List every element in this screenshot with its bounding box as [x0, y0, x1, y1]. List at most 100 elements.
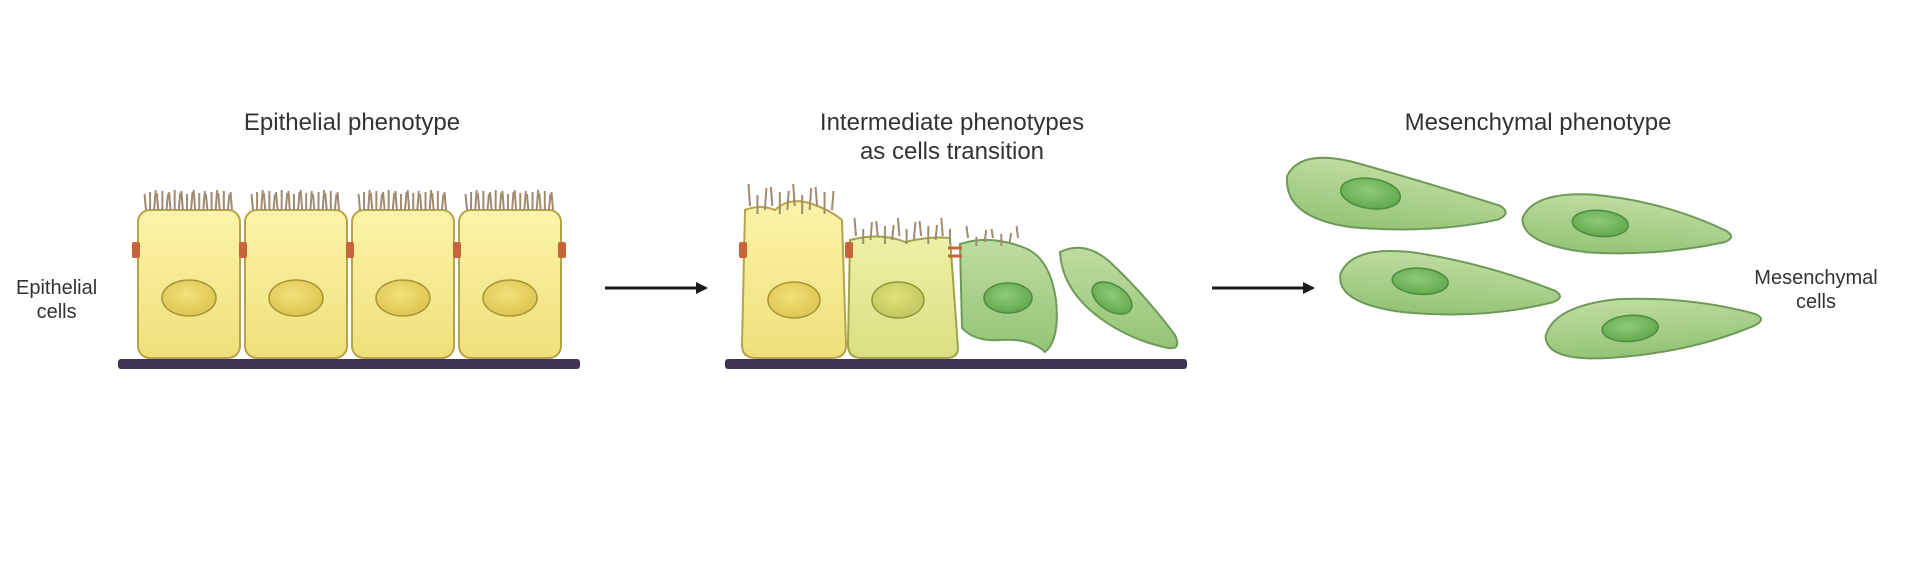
- intermediate-phenotypes-title: Intermediate phenotypes as cells transit…: [820, 108, 1084, 166]
- cilium: [538, 192, 542, 211]
- cilium: [202, 190, 206, 211]
- cilium: [792, 183, 796, 207]
- mesenchymal-label-line1: Mesenchymal: [1754, 267, 1878, 289]
- intermediate-nucleus-4: [1091, 281, 1133, 315]
- intermediate-title-line1: Intermediate phenotypes: [819, 109, 1085, 136]
- mesenchymal-nucleus: [1571, 209, 1629, 238]
- cilium: [214, 189, 219, 211]
- epithelial-label-line1: Epithelial: [16, 277, 98, 299]
- cilium: [550, 191, 554, 211]
- cilium: [474, 189, 478, 211]
- cilium: [418, 193, 423, 211]
- cilium: [853, 217, 857, 237]
- cilium: [1008, 232, 1013, 243]
- cilium: [309, 190, 313, 211]
- cilium: [965, 225, 969, 239]
- mesenchymal-cell-3: [1339, 250, 1561, 316]
- cilium: [934, 224, 939, 241]
- junction-icon: [239, 242, 247, 258]
- cilium: [324, 192, 328, 211]
- cilium: [428, 189, 433, 211]
- cilium: [896, 217, 901, 237]
- mesenchymal-cells-group: [1286, 156, 1763, 360]
- intermediate-nucleus-1: [767, 281, 821, 319]
- cilium: [547, 193, 552, 211]
- intermediate-cells-group: [739, 183, 1179, 359]
- cilium: [814, 186, 819, 207]
- cilium: [260, 189, 264, 211]
- cilium: [431, 192, 435, 211]
- cilium: [226, 193, 231, 211]
- cilium: [229, 191, 233, 211]
- cilium: [168, 191, 172, 211]
- cilium: [831, 190, 835, 211]
- cilium: [464, 193, 468, 211]
- cilium: [918, 220, 923, 237]
- cilium: [511, 191, 515, 211]
- cilium: [192, 189, 197, 211]
- cilium: [297, 191, 301, 211]
- cilium: [476, 192, 481, 211]
- cilium: [440, 193, 445, 211]
- mesenchymal-phenotype-title: Mesenchymal phenotype: [1405, 108, 1672, 137]
- cilium: [940, 217, 944, 237]
- intermediate-cell-1: [740, 200, 848, 359]
- cilium: [272, 193, 276, 211]
- cilium: [769, 186, 774, 207]
- cilium: [275, 191, 279, 211]
- mesenchymal-nucleus: [1601, 314, 1659, 343]
- mesenchymal-cells-label: Mesenchymal cells: [1754, 266, 1877, 314]
- cilium: [535, 189, 540, 211]
- epithelial-nucleus: [268, 279, 324, 317]
- cilium: [983, 229, 988, 243]
- cilium: [404, 191, 408, 211]
- cilium: [284, 192, 289, 211]
- cilium: [367, 189, 371, 211]
- cilium: [486, 193, 490, 211]
- cilium: [416, 190, 420, 211]
- cilium: [912, 221, 917, 241]
- epithelial-phenotype-title: Epithelial phenotype: [244, 108, 460, 137]
- cilium: [190, 191, 194, 211]
- cilium: [357, 193, 361, 211]
- cilium: [143, 193, 147, 211]
- basement-membrane-middle: [725, 359, 1187, 369]
- cilium: [869, 221, 873, 241]
- cilium: [875, 220, 879, 237]
- cilium: [990, 228, 994, 239]
- cilium: [747, 183, 751, 207]
- cilium: [382, 191, 386, 211]
- cilium: [217, 192, 221, 211]
- epithelial-nucleus: [375, 279, 431, 317]
- cilium: [321, 189, 326, 211]
- cilium: [489, 191, 493, 211]
- cilium: [177, 192, 182, 211]
- mesenchymal-cell-1: [1286, 156, 1507, 231]
- intermediate-cilia: [747, 183, 1019, 246]
- cilium: [443, 191, 447, 211]
- cilium: [204, 193, 209, 211]
- cilium: [165, 193, 169, 211]
- cilium: [808, 187, 813, 211]
- cilium: [498, 192, 503, 211]
- cilium: [287, 190, 291, 211]
- cilium: [513, 189, 518, 211]
- cilium: [379, 193, 383, 211]
- junction-icon: [453, 242, 461, 258]
- cilium: [891, 224, 895, 241]
- cilium: [523, 190, 527, 211]
- junction-icon: [132, 242, 140, 258]
- junction-icon: [845, 242, 853, 258]
- intermediate-nucleus-3: [983, 282, 1033, 314]
- cilium: [391, 192, 396, 211]
- junction-icon: [346, 242, 354, 258]
- junction-icon: [739, 242, 747, 258]
- basement-membrane-left: [118, 359, 580, 369]
- mesenchymal-label-line2: cells: [1795, 291, 1837, 313]
- junction-icon: [558, 242, 566, 258]
- mesenchymal-cell-2: [1521, 193, 1733, 255]
- epithelial-title-text: Epithelial phenotype: [243, 109, 461, 136]
- intermediate-nucleus-2: [871, 281, 925, 319]
